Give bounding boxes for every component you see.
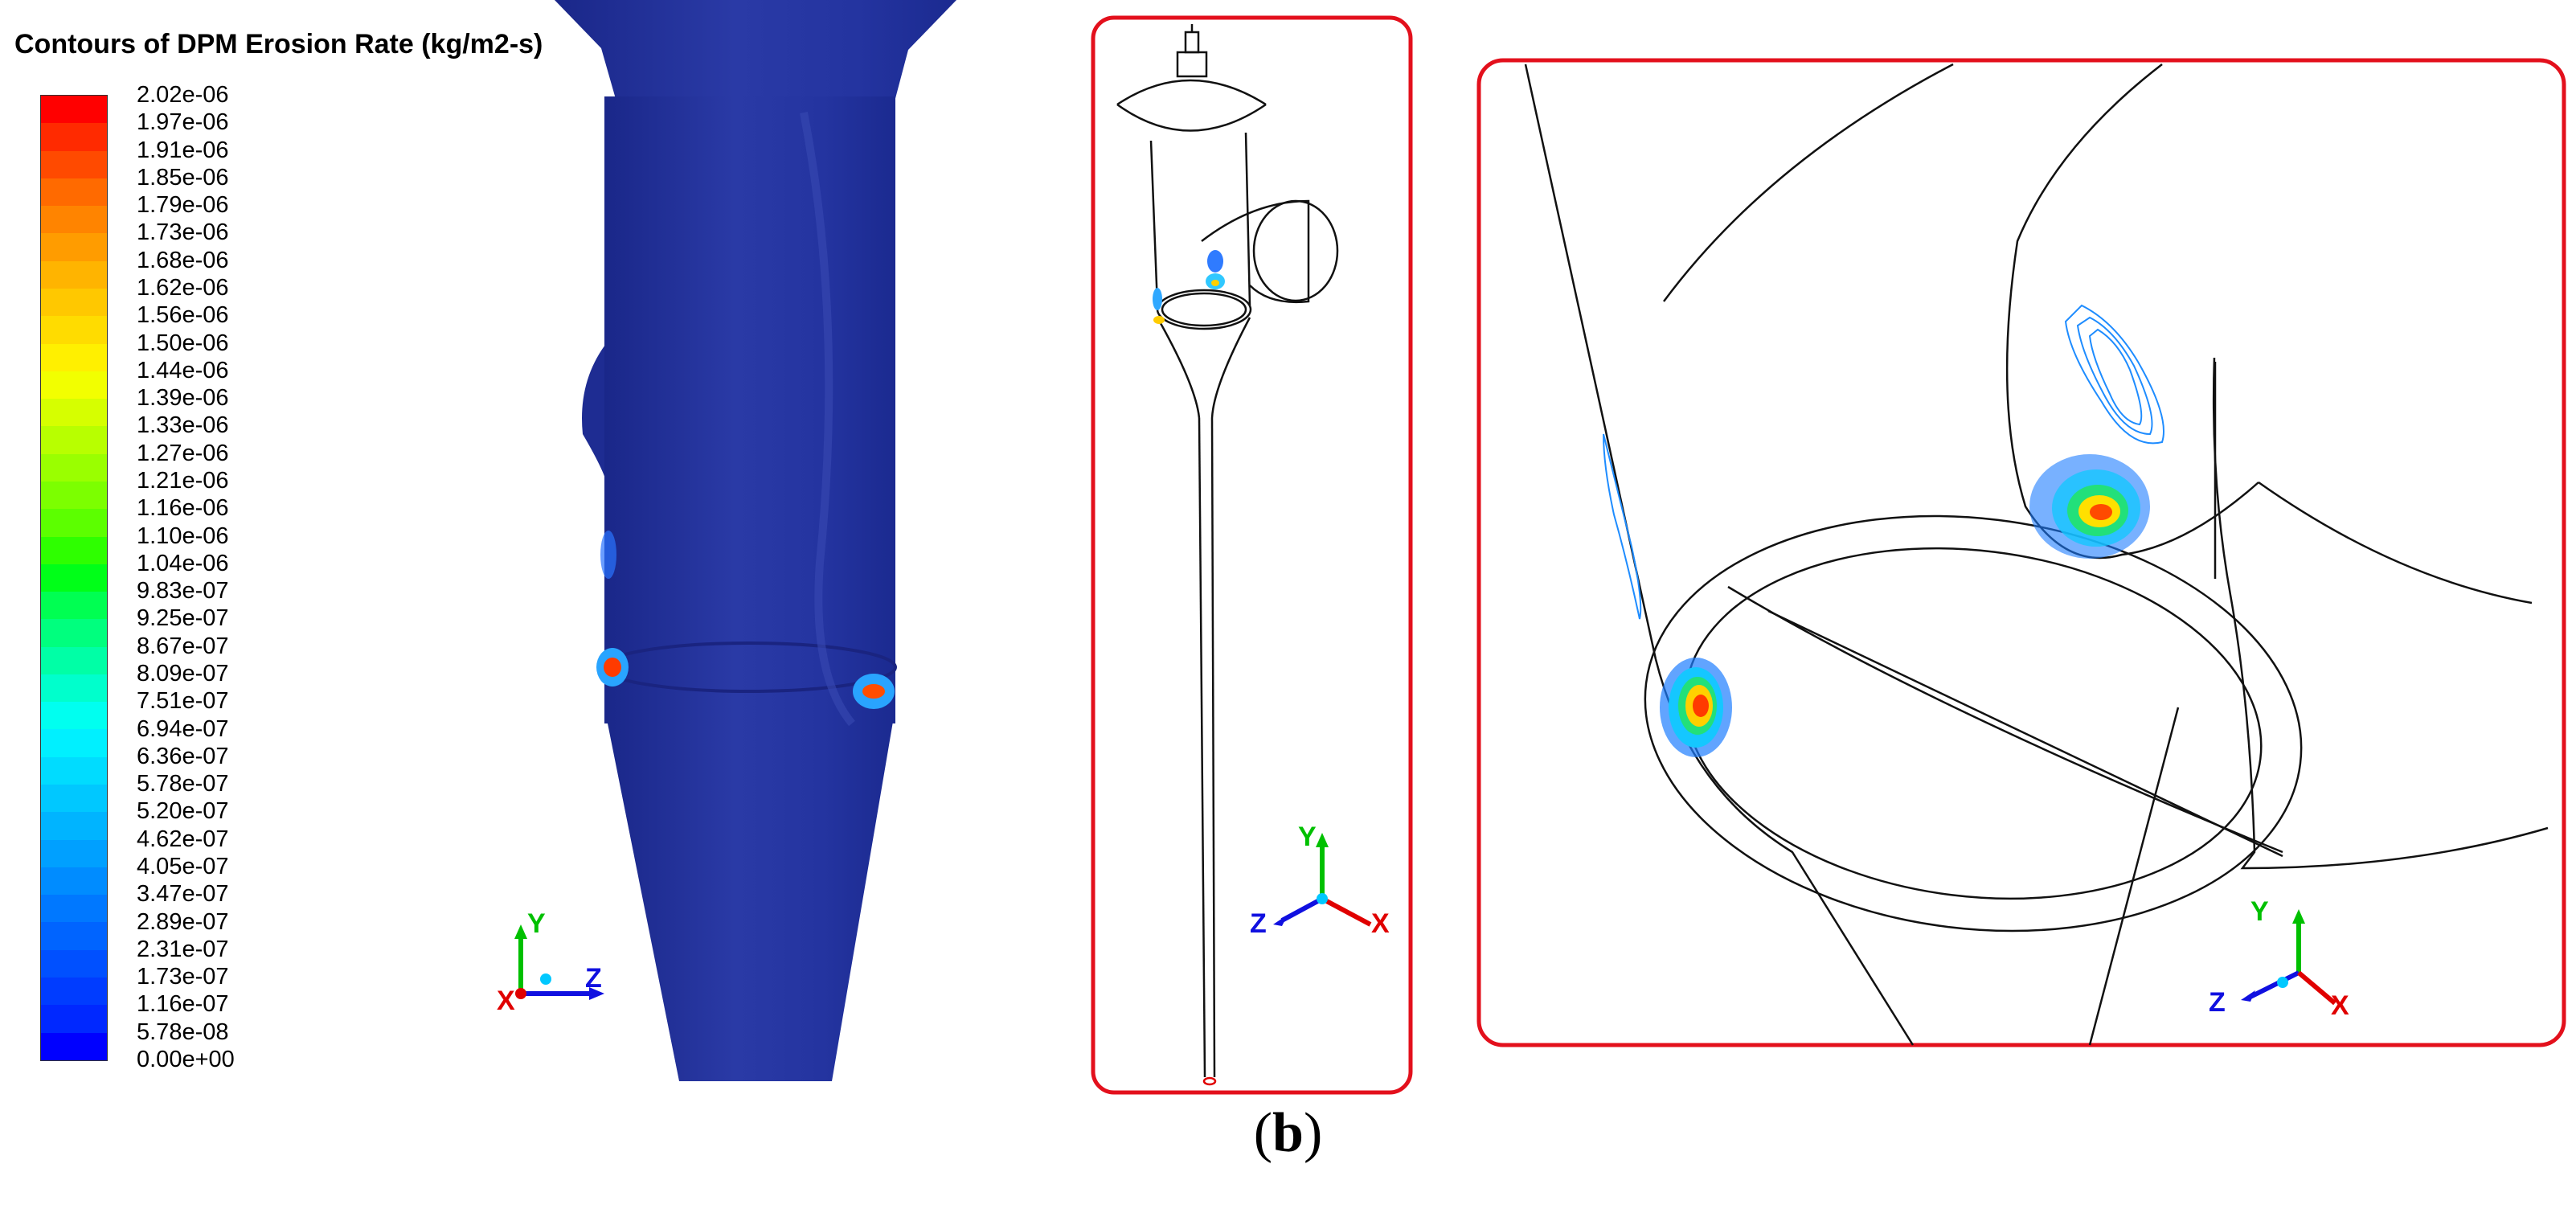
colorbar-segment bbox=[41, 812, 107, 840]
colorbar-tick-label: 1.39e-06 bbox=[137, 385, 229, 412]
colorbar-tick-label: 1.62e-06 bbox=[137, 275, 229, 301]
colorbar-segment bbox=[41, 206, 107, 234]
axis-y-label-right: Y bbox=[2250, 896, 2269, 927]
colorbar-tick-label: 1.97e-06 bbox=[137, 109, 229, 136]
colorbar-segment bbox=[41, 756, 107, 785]
colorbar-segment bbox=[41, 536, 107, 564]
colorbar-segment bbox=[41, 481, 107, 510]
axis-y-label-middle: Y bbox=[1298, 822, 1317, 852]
colorbar-tick-label: 1.27e-06 bbox=[137, 440, 229, 466]
colorbar-tick-label: 6.36e-07 bbox=[137, 743, 229, 769]
colorbar-segment bbox=[41, 150, 107, 178]
middle-panel-frame bbox=[1091, 15, 1413, 1095]
colorbar-segment bbox=[41, 1032, 107, 1060]
colorbar-segment bbox=[41, 316, 107, 344]
axis-z-label-left: Z bbox=[585, 963, 602, 994]
colorbar-tick-label: 1.73e-06 bbox=[137, 219, 229, 246]
colorbar-tick-label: 5.78e-07 bbox=[137, 771, 229, 797]
colorbar-tick-label: 8.67e-07 bbox=[137, 633, 229, 659]
colorbar-segment bbox=[41, 371, 107, 400]
colorbar-segment bbox=[41, 123, 107, 151]
right-erosion-contours bbox=[1603, 304, 2164, 757]
colorbar-segment bbox=[41, 260, 107, 289]
colorbar-tick-label: 9.83e-07 bbox=[137, 578, 229, 605]
middle-erosion-spots bbox=[1153, 250, 1225, 324]
colorbar-tick-label: 1.50e-06 bbox=[137, 330, 229, 356]
colorbar-tick-label: 4.62e-07 bbox=[137, 826, 229, 852]
colorbar-segment bbox=[41, 426, 107, 454]
colorbar-tick-label: 1.16e-06 bbox=[137, 495, 229, 522]
colorbar-segment bbox=[41, 1005, 107, 1033]
axis-z-label-middle: Z bbox=[1250, 908, 1267, 939]
axis-x-label-right: X bbox=[2331, 990, 2349, 1021]
colorbar-tick-label: 0.00e+00 bbox=[137, 1047, 235, 1072]
colorbar-segment bbox=[41, 96, 107, 124]
axis-triad-middle: Y Z X bbox=[1250, 822, 1390, 939]
panel-label: (b) bbox=[1253, 1102, 1323, 1164]
cyclone-3d-model bbox=[555, 0, 956, 1081]
colorbar-tick-label: 7.51e-07 bbox=[137, 688, 229, 715]
colorbar-tick-label: 5.20e-07 bbox=[137, 798, 229, 825]
colorbar-segment bbox=[41, 702, 107, 730]
colorbar-segment bbox=[41, 674, 107, 703]
axis-triad-right: Y Z X bbox=[2209, 896, 2349, 1021]
right-panel-frame bbox=[1476, 58, 2566, 1047]
colorbar-segment bbox=[41, 895, 107, 923]
colorbar-tick-label: 1.21e-06 bbox=[137, 468, 229, 494]
colorbar-segment bbox=[41, 978, 107, 1006]
colorbar-segment bbox=[41, 592, 107, 620]
colorbar-segment bbox=[41, 646, 107, 674]
axis-z-label-right: Z bbox=[2209, 987, 2226, 1018]
colorbar-tick-label: 1.16e-07 bbox=[137, 991, 229, 1018]
colorbar-tick-label: 1.68e-06 bbox=[137, 247, 229, 273]
colorbar-tick-label: 1.85e-06 bbox=[137, 164, 229, 191]
panel-label-letter: b bbox=[1272, 1102, 1304, 1164]
colorbar-tick-label: 1.73e-07 bbox=[137, 964, 229, 990]
colorbar-segment bbox=[41, 867, 107, 896]
colorbar-segment bbox=[41, 399, 107, 427]
colorbar-tick-label: 1.04e-06 bbox=[137, 550, 229, 576]
axis-x-label-left: X bbox=[497, 986, 515, 1016]
cyclone-wireframe-full bbox=[1116, 24, 1339, 1086]
axis-triad-left: Y X Z bbox=[497, 908, 604, 1016]
axis-x-label-middle: X bbox=[1371, 908, 1390, 939]
colorbar-tick-label: 1.91e-06 bbox=[137, 137, 229, 163]
colorbar-segment bbox=[41, 619, 107, 647]
colorbar-tick-label: 1.79e-06 bbox=[137, 192, 229, 219]
colorbar-segment bbox=[41, 178, 107, 207]
colorbar-title: Contours of DPM Erosion Rate (kg/m2-s) bbox=[14, 29, 543, 59]
colorbar-tick-label: 8.09e-07 bbox=[137, 661, 229, 687]
colorbar-tick-label: 1.44e-06 bbox=[137, 357, 229, 383]
colorbar-segment bbox=[41, 729, 107, 757]
colorbar-segment bbox=[41, 785, 107, 813]
colorbar-tick-label: 2.02e-06 bbox=[137, 82, 229, 108]
colorbar-tick-label: 6.94e-07 bbox=[137, 715, 229, 742]
colorbar-segment bbox=[41, 453, 107, 482]
colorbar-tick-label: 4.05e-07 bbox=[137, 854, 229, 879]
colorbar-segment bbox=[41, 922, 107, 950]
colorbar-tick-label: 3.47e-07 bbox=[137, 881, 229, 908]
colorbar bbox=[40, 95, 108, 1061]
cyclone-wireframe-zoom bbox=[1524, 63, 2549, 1046]
colorbar-segment bbox=[41, 343, 107, 371]
colorbar-segment bbox=[41, 949, 107, 978]
colorbar-segment bbox=[41, 288, 107, 317]
colorbar-tick-label: 9.25e-07 bbox=[137, 605, 229, 632]
colorbar-tick-label: 1.10e-06 bbox=[137, 523, 229, 549]
colorbar-segment bbox=[41, 233, 107, 261]
colorbar-tick-label: 1.33e-06 bbox=[137, 412, 229, 439]
colorbar-tick-label: 1.56e-06 bbox=[137, 302, 229, 329]
colorbar-tick-label: 2.31e-07 bbox=[137, 936, 229, 962]
colorbar-tick-label: 2.89e-07 bbox=[137, 908, 229, 935]
colorbar-segment bbox=[41, 564, 107, 592]
axis-y-label-left: Y bbox=[527, 908, 546, 939]
colorbar-tick-label: 5.78e-08 bbox=[137, 1019, 229, 1045]
colorbar-segment bbox=[41, 509, 107, 537]
colorbar-segment bbox=[41, 839, 107, 867]
